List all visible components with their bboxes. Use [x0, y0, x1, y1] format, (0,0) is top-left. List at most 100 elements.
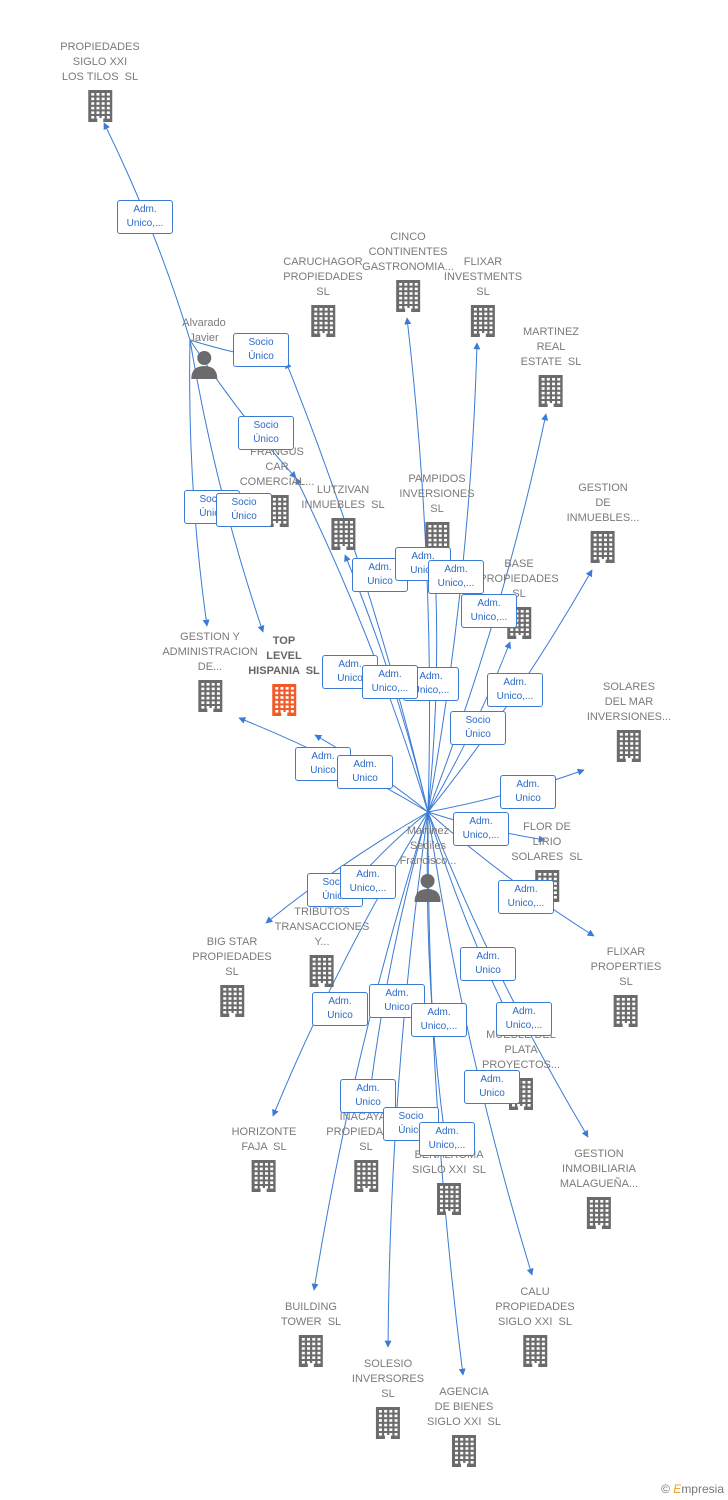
building-icon [436, 1183, 461, 1215]
node-label: Martinez Sediles Francisco... [399, 825, 457, 867]
company-node-n21[interactable]: BENALROMA SIGLO XXI SL [412, 1148, 486, 1217]
node-label: AGENCIA DE BIENES SIGLO XXI SL [427, 1386, 501, 1428]
company-node-n9[interactable]: GESTION DE INMUEBLES... [566, 481, 640, 565]
edge-p2-n24 [427, 811, 534, 1276]
person-icon [414, 874, 441, 902]
node-label: FLOR DE LIRIO SOLARES SL [511, 821, 583, 863]
edge-p2-n19 [272, 811, 429, 1117]
edge-p2-n23 [311, 811, 429, 1291]
relation-badge[interactable]: Socio Único [238, 416, 294, 450]
node-label: FLIXAR PROPERTIES SL [590, 946, 662, 988]
relation-badge[interactable]: Adm. Unico [337, 755, 393, 789]
node-label: GESTION Y ADMINISTRACION DE... [162, 631, 258, 673]
building-icon [252, 1160, 276, 1192]
node-label: LUTZIVAN INMUEBLES SL [301, 484, 385, 511]
company-node-n3[interactable]: CINCO CONTINENTES GASTRONOMIA... [362, 230, 454, 314]
company-node-n26[interactable]: AGENCIA DE BIENES SIGLO XXI SL [427, 1385, 501, 1469]
building-icon [88, 90, 112, 122]
node-label: GESTION DE INMUEBLES... [566, 482, 640, 524]
company-node-n25[interactable]: SOLESIO INVERSORES SL [352, 1357, 424, 1441]
company-node-n15[interactable]: BIG STAR PROPIEDADES SL [192, 935, 272, 1019]
company-node-n17[interactable]: FLIXAR PROPERTIES SL [590, 945, 662, 1029]
relation-badge[interactable]: Adm. Unico,... [428, 560, 484, 594]
relation-badge[interactable]: Adm. Unico,... [461, 594, 517, 628]
building-icon [375, 1407, 400, 1439]
person-node-p1[interactable]: Alvarado Javier [182, 316, 226, 379]
company-node-n12[interactable]: TOP LEVEL HISPANIA SL [248, 634, 320, 718]
node-label: FLIXAR INVESTMENTS SL [443, 256, 523, 298]
node-label: TOP LEVEL HISPANIA SL [248, 635, 320, 677]
brand-rest: mpresia [681, 1482, 724, 1496]
person-node-p2[interactable]: Martinez Sediles Francisco... [399, 824, 457, 902]
relation-badge[interactable]: Adm. Unico,... [498, 880, 554, 914]
relation-badge[interactable]: Adm. Unico [500, 775, 556, 809]
relation-badge[interactable]: Adm. Unico,... [419, 1122, 475, 1156]
relation-badge[interactable]: Adm. Unico [460, 947, 516, 981]
node-label: SOLARES DEL MAR INVERSIONES... [586, 681, 672, 723]
relation-badge[interactable]: Socio Único [233, 333, 289, 367]
building-icon [591, 531, 615, 563]
relation-badge[interactable]: Adm. Unico,... [496, 1002, 552, 1036]
building-icon [396, 280, 420, 312]
node-label: Alvarado Javier [182, 317, 226, 344]
building-icon [310, 955, 334, 987]
node-label: TRIBUTOS TRANSACCIONES Y... [274, 906, 370, 948]
relation-badge[interactable]: Adm. Unico,... [117, 200, 173, 234]
relation-badge[interactable]: Adm. Unico,... [453, 812, 509, 846]
company-node-n22[interactable]: GESTION INMOBILIARIA MALAGUEÑA... [560, 1147, 638, 1231]
edge-p2-n21 [426, 811, 448, 1138]
edge-p1-n11 [189, 339, 210, 627]
building-icon [538, 375, 563, 407]
relation-badge[interactable]: Adm. Unico,... [362, 665, 418, 699]
relation-badge[interactable]: Adm. Unico,... [487, 673, 543, 707]
relation-badge[interactable]: Adm. Unico,... [340, 865, 396, 899]
building-icon [523, 1335, 547, 1367]
building-icon [198, 680, 222, 712]
company-node-n4[interactable]: FLIXAR INVESTMENTS SL [444, 255, 522, 339]
edge-p2-n20 [366, 811, 429, 1102]
company-node-n23[interactable]: BUILDING TOWER SL [281, 1300, 341, 1369]
footer-credit: © Empresia [661, 1482, 724, 1496]
company-node-n1[interactable]: PROPIEDADES SIGLO XXI LOS TILOS SL [60, 40, 140, 124]
company-node-n10[interactable]: BASE PROPIEDADES SL [479, 557, 559, 641]
company-node-n13[interactable]: SOLARES DEL MAR INVERSIONES... [587, 680, 671, 764]
node-label: BASE PROPIEDADES SL [479, 558, 559, 600]
copyright-symbol: © [661, 1482, 670, 1496]
relation-badge[interactable]: Socio Único [450, 711, 506, 745]
company-node-n7[interactable]: LUTZIVAN INMUEBLES SL [301, 483, 385, 552]
company-node-n8[interactable]: PAMPIDOS INVERSIONES SL [399, 472, 475, 556]
building-icon [354, 1160, 378, 1192]
node-label: SOLESIO INVERSORES SL [351, 1358, 425, 1400]
company-node-n19[interactable]: HORIZONTE FAJA SL [231, 1125, 297, 1194]
edge-p2-n25 [384, 811, 429, 1348]
node-label: BUILDING TOWER SL [280, 1301, 342, 1328]
node-label: CINCO CONTINENTES GASTRONOMIA... [362, 231, 454, 273]
company-node-n16[interactable]: TRIBUTOS TRANSACCIONES Y... [274, 905, 370, 989]
node-label: GESTION INMOBILIARIA MALAGUEÑA... [559, 1148, 639, 1190]
company-node-n2[interactable]: CARUCHAGOR PROPIEDADES SL [283, 255, 363, 339]
node-label: HORIZONTE FAJA SL [231, 1126, 297, 1153]
company-node-n5[interactable]: MARTINEZ REAL ESTATE SL [521, 325, 581, 409]
relation-badge[interactable]: Adm. Unico [464, 1070, 520, 1104]
relation-badge[interactable]: Adm. Unico [312, 992, 368, 1026]
building-icon [451, 1435, 476, 1467]
node-label: PAMPIDOS INVERSIONES SL [399, 473, 475, 515]
company-node-n24[interactable]: CALU PROPIEDADES SIGLO XXI SL [495, 1285, 575, 1369]
building-icon [614, 995, 638, 1027]
edge-p2-n17 [427, 811, 595, 937]
relation-badge[interactable]: Adm. Unico [340, 1079, 396, 1113]
building-icon [616, 730, 641, 762]
person-icon [190, 351, 217, 379]
node-label: CALU PROPIEDADES SIGLO XXI SL [495, 1286, 575, 1328]
company-node-n11[interactable]: GESTION Y ADMINISTRACION DE... [162, 630, 258, 714]
edge-p2-n15 [265, 811, 429, 924]
building-icon [271, 684, 296, 716]
building-icon [311, 305, 335, 337]
relation-badge[interactable]: Adm. Unico,... [411, 1003, 467, 1037]
building-icon [470, 305, 495, 337]
node-label: PROPIEDADES SIGLO XXI LOS TILOS SL [60, 41, 140, 83]
building-icon [220, 985, 244, 1017]
relation-badge[interactable]: Socio Único [216, 493, 272, 527]
node-label: CARUCHAGOR PROPIEDADES SL [283, 256, 363, 298]
